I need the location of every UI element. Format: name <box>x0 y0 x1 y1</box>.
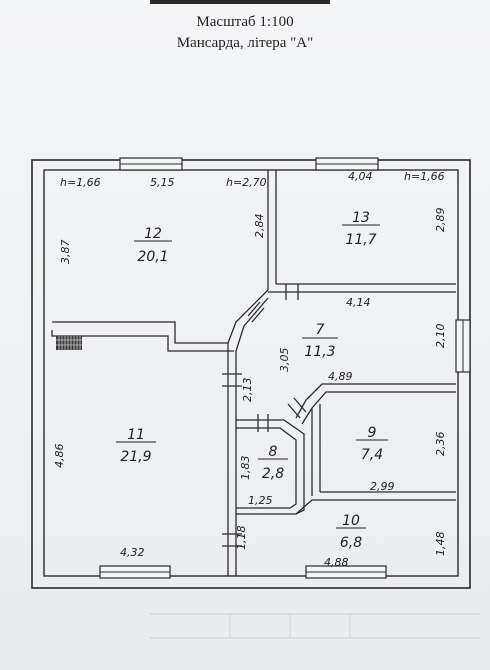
dim-236: 2,36 <box>434 432 447 457</box>
room-12-number: 12 <box>144 226 162 242</box>
dim-289: 2,89 <box>434 208 447 233</box>
room-8-number: 8 <box>269 444 278 460</box>
room-13-area: 11,7 <box>345 232 376 248</box>
room-7-area: 11,3 <box>304 344 335 360</box>
dim-299: 2,99 <box>370 480 395 493</box>
height-left-label: h=1,66 <box>60 176 101 189</box>
room-13-number: 13 <box>352 210 370 226</box>
dim-125: 1,25 <box>248 494 273 507</box>
dim-284: 2,84 <box>253 214 266 239</box>
dim-404: 4,04 <box>348 170 373 183</box>
dim-183: 1,83 <box>239 456 252 481</box>
outer-wall-inner <box>43 169 459 577</box>
dim-515: 5,15 <box>150 176 175 189</box>
room-9-area: 7,4 <box>361 447 383 463</box>
room-9-number: 9 <box>368 425 377 441</box>
vent-grille <box>56 336 82 350</box>
room-12-area: 20,1 <box>137 249 168 265</box>
room-8-area: 2,8 <box>262 466 284 482</box>
scale-label: Масштаб 1:100 <box>196 14 294 30</box>
room-10-number: 10 <box>342 513 360 529</box>
dim-148: 1,48 <box>434 532 447 557</box>
dim-432: 4,32 <box>120 546 145 559</box>
dim-486: 4,86 <box>53 444 66 469</box>
dim-488: 4,88 <box>324 556 349 569</box>
room-11-area: 21,9 <box>120 449 151 465</box>
room-7-number: 7 <box>316 322 325 338</box>
room-11-number: 11 <box>127 427 145 443</box>
dim-210: 2,10 <box>434 324 447 349</box>
dim-414: 4,14 <box>346 296 371 309</box>
height-mid-label: h=2,70 <box>226 176 267 189</box>
outer-wall-outer <box>31 159 471 589</box>
dim-489: 4,89 <box>328 370 353 383</box>
room-10-area: 6,8 <box>340 535 362 551</box>
dim-305: 3,05 <box>278 348 291 373</box>
dim-118: 1,18 <box>235 526 248 551</box>
top-edge-mark <box>150 0 330 4</box>
faint-table-ghost <box>150 613 480 639</box>
dim-387: 3,87 <box>59 240 72 265</box>
dim-213: 2,13 <box>241 378 254 403</box>
floor-title: Мансарда, літера "А" <box>176 35 314 51</box>
height-right-label: h=1,66 <box>404 170 445 183</box>
